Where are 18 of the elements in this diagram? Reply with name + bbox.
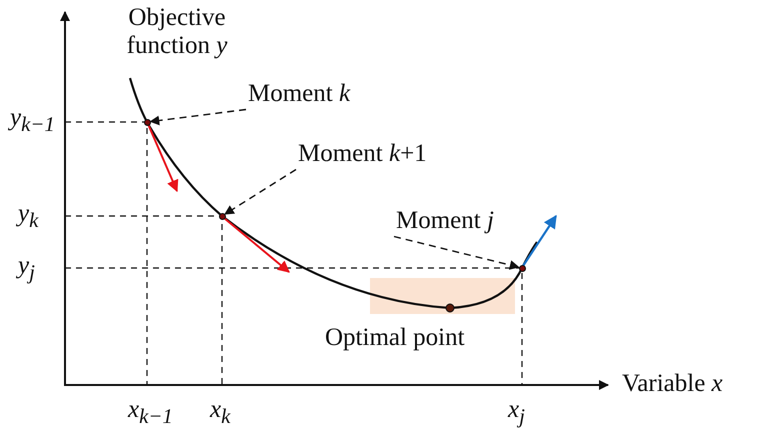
tick-label: y$_{k}$ [18,200,38,232]
callout-label: Moment j [396,207,494,234]
tick-label: y$_{j}$ [18,252,35,284]
curve-point [144,118,150,126]
axis-label: Variable x [622,370,723,398]
tick-label: x$_{k}$ [210,396,230,428]
curve-point [218,212,226,220]
tick-label: y$_{k−1}$ [10,104,55,136]
curve-label: Objective function y [126,4,228,59]
callout-label: Moment k+1 [298,140,427,168]
tick-label: x$_{j}$ [508,396,525,428]
leader-line [224,168,296,215]
curve-point [518,264,526,272]
leader-line [150,108,246,126]
leader-line [394,236,520,270]
callout-label: Moment k [248,80,350,108]
tick-label: x$_{k−1}$ [128,396,173,428]
point-label: Optimal point [325,324,465,352]
